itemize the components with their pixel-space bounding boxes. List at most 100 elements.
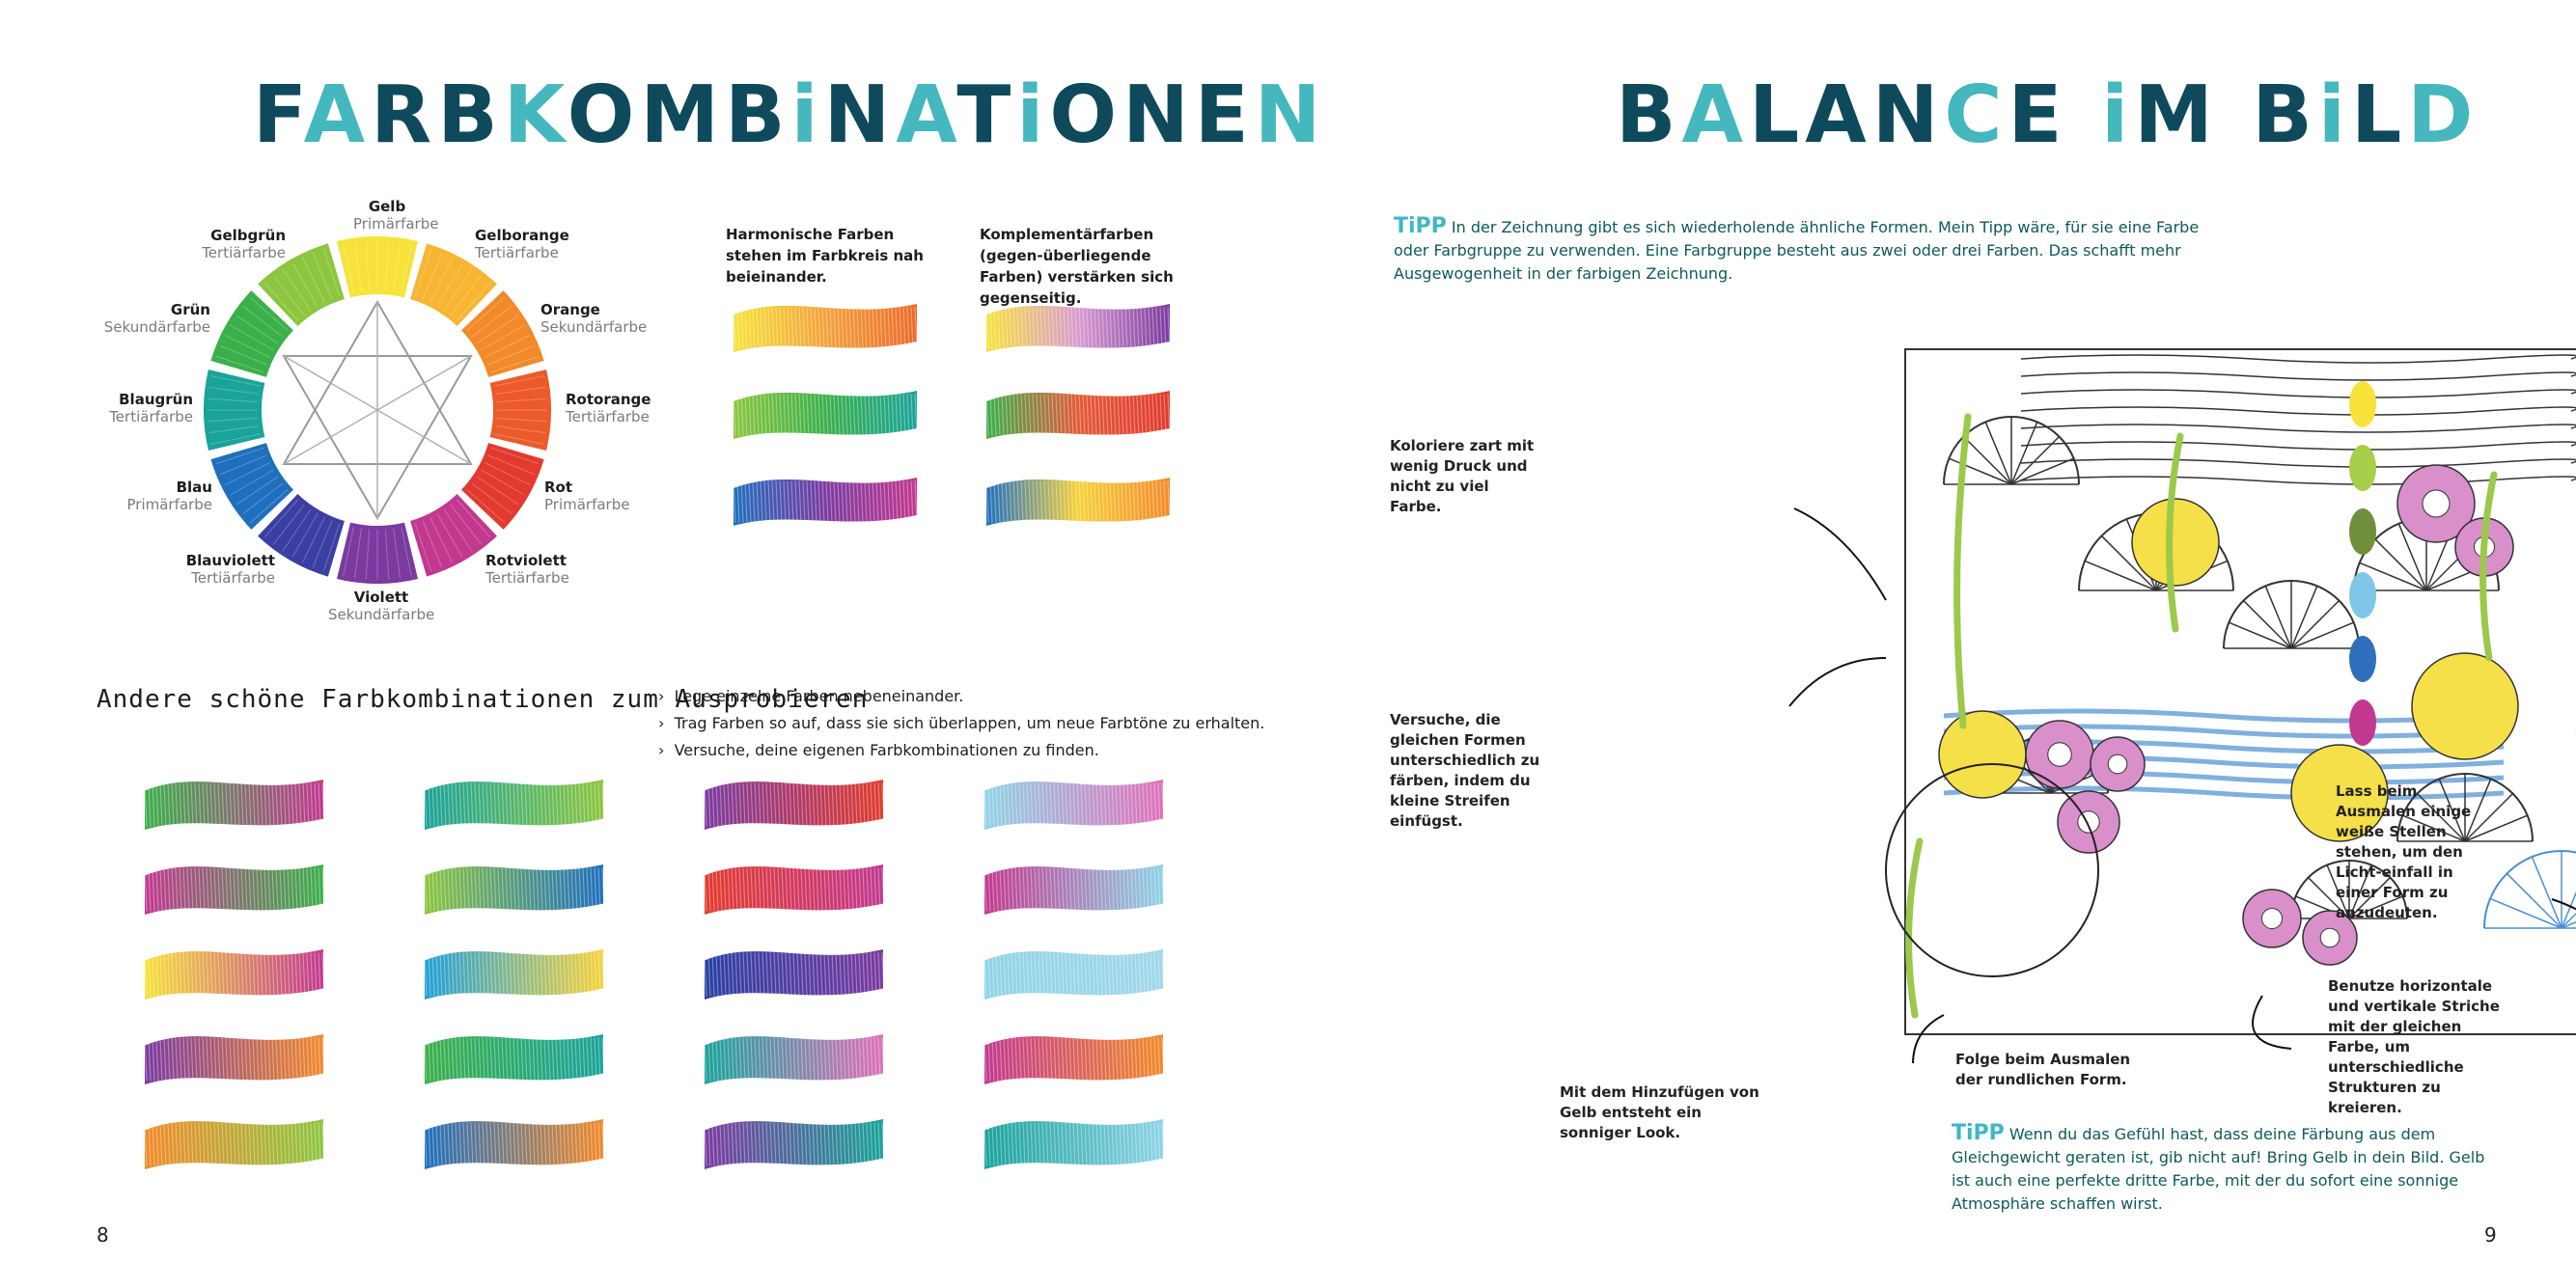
swatch-texture (808, 952, 812, 997)
swatch-texture (148, 867, 152, 912)
seaweed (2479, 471, 2498, 662)
annotation-arrow (1793, 507, 1887, 601)
swatch-texture (1157, 952, 1161, 997)
swatch-texture (263, 867, 267, 912)
swatch-texture (1034, 952, 1038, 997)
other-combos-heading: Andere schöne Farbkombinationen zum Ausp… (97, 685, 869, 714)
swatch-texture (1076, 782, 1080, 827)
swatch-texture (528, 867, 532, 912)
swatch-texture (760, 394, 763, 436)
swatch-texture (1018, 952, 1022, 997)
swatch-texture (991, 782, 995, 827)
swatch-texture (1148, 307, 1151, 349)
swatch-texture (1122, 952, 1126, 997)
swatch-texture (762, 867, 765, 912)
swatch-texture (831, 1122, 835, 1166)
wheel-texture (471, 305, 512, 338)
swatch-texture (578, 952, 582, 997)
swatch-texture (1167, 307, 1171, 349)
swatch-texture (843, 782, 846, 827)
swatch-texture (555, 1037, 559, 1082)
swatch-texture (1153, 1122, 1157, 1166)
swatch-texture (891, 480, 895, 523)
swatch-texture (740, 307, 744, 349)
wheel-texture (466, 488, 506, 524)
swatch-texture (837, 394, 841, 436)
swatch-texture (1155, 480, 1159, 523)
swatch-texture (563, 867, 567, 912)
swatch-texture (1161, 952, 1165, 997)
swatch-texture (1134, 952, 1138, 997)
swatch-texture (787, 307, 790, 349)
swatch-texture (287, 952, 291, 997)
annotation-gelb: Mit dem Hinzufügen von Gelb entsteht ein… (1560, 1083, 1759, 1141)
wheel-texture (322, 523, 341, 572)
wheel-spoke (376, 355, 472, 411)
swatch-texture (995, 1122, 999, 1166)
swatch-texture (213, 782, 217, 827)
swatch-texture (1009, 307, 1012, 349)
swatch-texture (846, 1122, 850, 1166)
swatch-texture (1109, 394, 1113, 436)
swatch-texture (175, 1037, 179, 1082)
swatch-texture (763, 394, 767, 436)
swatch-texture (983, 782, 987, 827)
swatch-texture (723, 1122, 727, 1166)
title-letter: O (567, 69, 641, 161)
swatch-texture (1030, 867, 1034, 912)
swatch-texture (1020, 480, 1024, 523)
wheel-texture (215, 355, 264, 373)
swatch-texture (719, 782, 723, 827)
swatch-texture (1119, 782, 1122, 827)
wheel-texture (384, 529, 390, 580)
swatch-texture (1119, 867, 1122, 912)
swatch-texture (819, 867, 823, 912)
swatch-texture (540, 1037, 543, 1082)
swatch-texture (1094, 394, 1097, 436)
swatch-texture (570, 1037, 574, 1082)
swatch-texture (478, 782, 482, 827)
swatch-texture (256, 867, 260, 912)
swatch-texture (1051, 394, 1055, 436)
swatch-texture (428, 952, 431, 997)
swatch-texture (846, 1037, 850, 1082)
swatch-texture (856, 480, 860, 523)
swatch-texture (804, 867, 808, 912)
pink-form-hole (2261, 908, 2283, 929)
swatch-texture (306, 1037, 310, 1082)
swatch-texture (493, 1037, 497, 1082)
side-swatch (2349, 508, 2376, 555)
swatch-texture (781, 1037, 785, 1082)
right-page: BALANCE iM BiLD TiPP In der Zeichnung gi… (1288, 0, 2576, 1288)
swatch-texture (993, 307, 997, 349)
swatch-texture (1045, 782, 1049, 827)
swatch-texture (1126, 782, 1130, 827)
swatch-texture (578, 1037, 582, 1082)
swatch-texture (1134, 782, 1138, 827)
swatch-texture (773, 867, 777, 912)
wheel-texture (436, 262, 463, 307)
swatch-texture (843, 1037, 846, 1082)
swatch-texture (435, 782, 439, 827)
swatch-texture (1128, 307, 1132, 349)
swatch-texture (845, 480, 848, 523)
swatch-texture (1051, 480, 1055, 523)
swatch-texture (823, 782, 827, 827)
swatch-texture (800, 1037, 804, 1082)
swatch-texture (1053, 1122, 1057, 1166)
swatch-texture (221, 1037, 225, 1082)
swatch-texture (236, 1037, 240, 1082)
swatch-texture (715, 952, 719, 997)
wheel-texture (208, 397, 259, 403)
swatch-texture (179, 782, 182, 827)
swatch-texture (540, 867, 543, 912)
swatch-texture (206, 1122, 209, 1166)
swatch-texture (252, 1037, 256, 1082)
swatch-texture (825, 480, 829, 523)
swatch-texture (816, 952, 819, 997)
swatch-texture (843, 952, 846, 997)
swatch-texture (881, 782, 885, 827)
swatch-texture (763, 307, 767, 349)
